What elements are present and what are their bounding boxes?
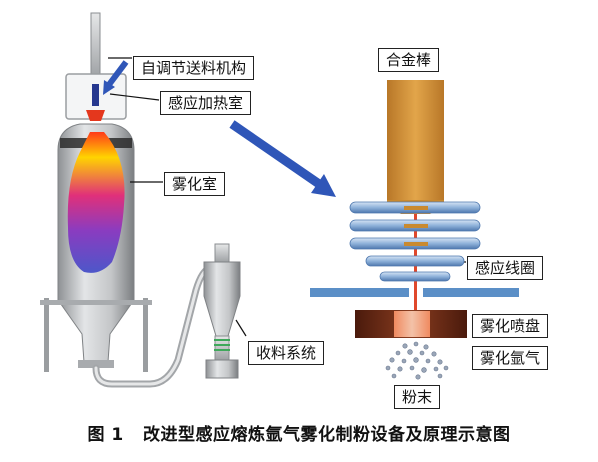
vessel-leg-right — [143, 298, 148, 372]
label-nozzle-disk: 雾化喷盘 — [472, 314, 549, 338]
label-coil: 感应线圈 — [467, 256, 544, 280]
atomizer-equipment — [40, 12, 241, 388]
feeder-rod — [90, 12, 101, 78]
label-collection: 收料系统 — [248, 341, 325, 365]
label-argon: 雾化氩气 — [472, 346, 549, 370]
cyclone-separator — [203, 261, 241, 337]
separator-plate-right — [423, 288, 519, 297]
label-feeder: 自调节送料机构 — [133, 56, 255, 80]
vessel-leg-left — [44, 298, 49, 372]
figure-number: 图 1 — [87, 425, 124, 445]
alloy-rod — [387, 80, 444, 200]
label-atomization-chamber: 雾化室 — [164, 172, 226, 196]
cyclone-top-pipe — [214, 243, 230, 263]
spray-plume — [67, 132, 125, 273]
collector-can — [205, 359, 239, 379]
label-alloy-rod: 合金棒 — [378, 48, 440, 72]
principle-schematic — [310, 80, 519, 380]
flow-arrow — [229, 120, 325, 190]
induction-coil — [349, 201, 481, 282]
figure-caption: 图 1 改进型感应熔炼氩气雾化制粉设备及原理示意图 — [0, 420, 598, 445]
feeder-arrow — [105, 60, 129, 88]
melt-column — [92, 84, 99, 106]
label-powder: 粉末 — [394, 385, 441, 409]
powder-droplets — [385, 341, 449, 380]
label-heating-chamber: 感应加热室 — [160, 91, 252, 115]
crucible — [86, 110, 105, 121]
separator-plate-left — [310, 288, 409, 297]
figure-title: 改进型感应熔炼氩气雾化制粉设备及原理示意图 — [143, 425, 511, 445]
